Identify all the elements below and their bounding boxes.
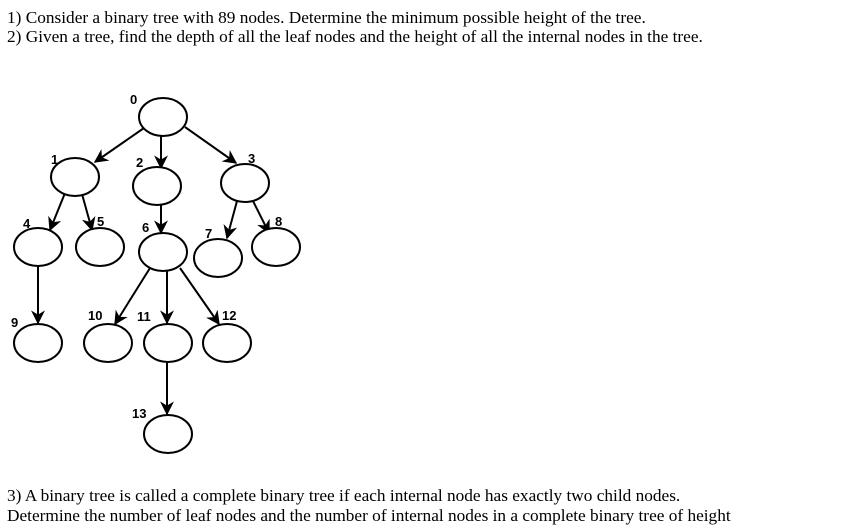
node-label-7: 7 (205, 226, 212, 241)
node-label-3: 3 (248, 151, 255, 166)
node-label-5: 5 (97, 214, 104, 229)
node-2 (132, 166, 182, 206)
node-label-12: 12 (222, 308, 236, 323)
node-10 (83, 323, 133, 363)
node-label-4: 4 (23, 216, 31, 231)
node-0 (138, 97, 188, 137)
node-label-6: 6 (142, 220, 149, 235)
node-label-8: 8 (275, 214, 282, 229)
tree-labels: 0 1 2 3 4 5 6 7 8 9 10 11 12 13 (11, 92, 282, 421)
edge-1-4 (48, 192, 66, 232)
node-5 (75, 227, 125, 267)
question-2: 2) Given a tree, find the depth of all t… (7, 27, 703, 46)
edge-0-3 (184, 126, 238, 164)
edge-1-5 (81, 193, 96, 232)
node-6 (138, 232, 188, 272)
node-11 (143, 323, 193, 363)
node-3 (220, 163, 270, 203)
node-12 (202, 323, 252, 363)
node-label-13: 13 (132, 406, 146, 421)
question-3-line-1: 3) A binary tree is called a complete bi… (7, 486, 681, 505)
node-label-0: 0 (130, 92, 137, 107)
node-label-9: 9 (11, 315, 18, 330)
node-label-1: 1 (51, 152, 58, 167)
edge-3-8 (252, 200, 270, 235)
node-9 (13, 323, 63, 363)
edge-6-12 (179, 267, 220, 326)
node-7 (193, 238, 243, 278)
edge-6-10 (114, 267, 151, 326)
node-label-2: 2 (136, 155, 143, 170)
node-4 (13, 227, 63, 267)
edge-0-1 (93, 127, 145, 163)
node-label-10: 10 (88, 308, 102, 323)
node-1 (50, 157, 100, 197)
tree-diagram: 0 1 2 3 4 5 6 7 8 9 10 11 12 13 (11, 92, 301, 454)
edge-3-7 (223, 200, 238, 240)
question-1: 1) Consider a binary tree with 89 nodes.… (7, 8, 646, 27)
question-3-line-2: Determine the number of leaf nodes and t… (7, 506, 731, 525)
node-8 (251, 227, 301, 267)
node-label-11: 11 (137, 309, 151, 324)
node-13 (143, 414, 193, 454)
tree-nodes (13, 97, 301, 454)
tree-edges (31, 126, 270, 416)
